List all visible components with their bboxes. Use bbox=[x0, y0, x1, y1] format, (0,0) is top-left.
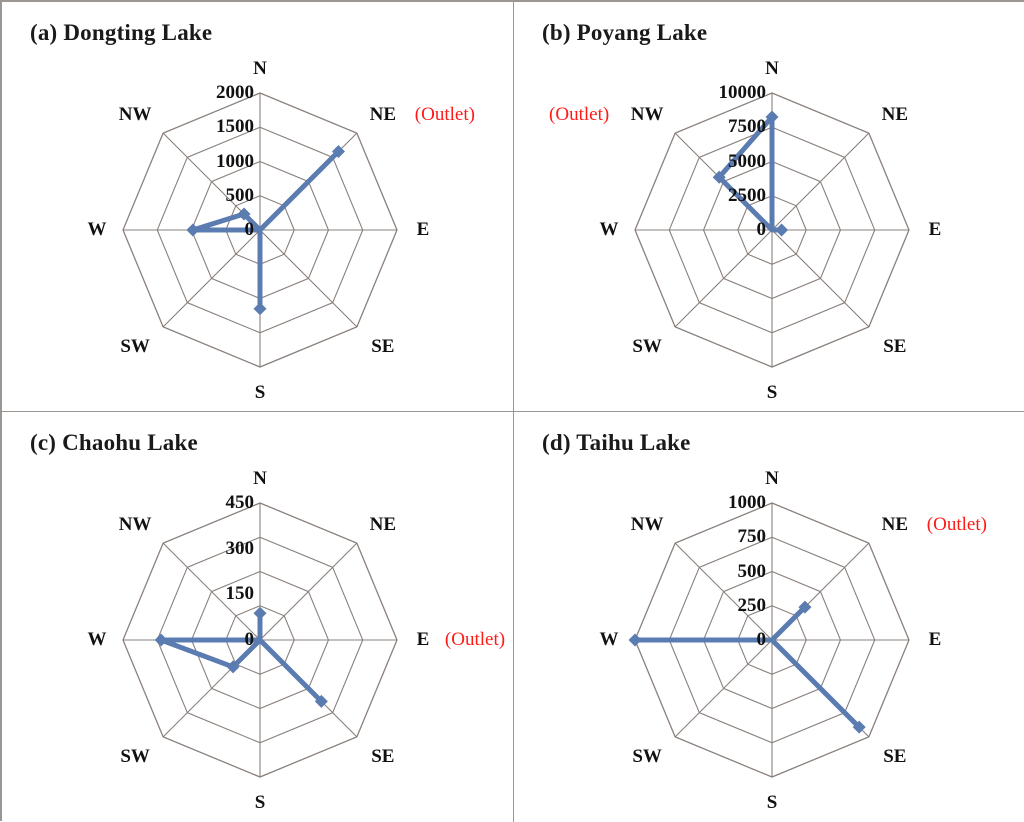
direction-label-sw: SW bbox=[120, 335, 150, 357]
direction-label-ne: NE bbox=[881, 104, 909, 126]
panel-c: (c) Chaohu Lake N NE E SE S SW W NW 0 150 300 450 (O… bbox=[2, 412, 514, 822]
radar-data-marker bbox=[852, 720, 866, 734]
panel-d: (d) Taihu Lake N NE E SE S SW W NW 0 250 500 750 100… bbox=[514, 412, 1024, 822]
radar-data-marker bbox=[154, 633, 168, 647]
radar-axis-spoke bbox=[674, 229, 773, 328]
radial-tick-label: 5000 bbox=[728, 150, 766, 172]
radial-tick-label: 450 bbox=[225, 492, 255, 513]
radial-tick-label: 10000 bbox=[718, 82, 767, 103]
radar-data-marker bbox=[186, 223, 200, 237]
direction-label-se: SE bbox=[883, 335, 907, 357]
direction-label-nw: NW bbox=[118, 514, 152, 536]
panel-a: (a) Dongting Lake N NE E SE S SW W NW 0 500 1000 15… bbox=[2, 2, 514, 412]
radar-data-marker bbox=[253, 606, 267, 620]
radar-axis-spoke bbox=[162, 229, 261, 328]
direction-label-sw: SW bbox=[632, 745, 662, 767]
radial-tick-label: 0 bbox=[244, 629, 255, 650]
direction-label-n: N bbox=[765, 58, 779, 79]
direction-label-s: S bbox=[254, 382, 266, 403]
radial-tick-label: 250 bbox=[737, 594, 767, 616]
radial-tick-label: 2000 bbox=[216, 82, 254, 103]
direction-label-ne: NE bbox=[369, 104, 397, 126]
direction-label-se: SE bbox=[883, 745, 907, 767]
panel-a-radar-plot: N NE E SE S SW W NW 0 500 1000 1500 2000 (Outlet) bbox=[2, 2, 514, 412]
radial-tick-label: 1000 bbox=[728, 492, 766, 513]
outlet-annotation: (Outlet) bbox=[414, 104, 475, 126]
radar-grid bbox=[122, 502, 398, 778]
radar-series-outline bbox=[158, 610, 324, 704]
direction-label-e: E bbox=[416, 219, 430, 240]
radial-tick-label: 500 bbox=[225, 184, 255, 206]
radial-tick-label: 750 bbox=[737, 526, 767, 548]
direction-label-w: W bbox=[599, 219, 619, 240]
outlet-annotation: (Outlet) bbox=[549, 104, 610, 126]
direction-label-n: N bbox=[253, 468, 267, 489]
radar-series-outline bbox=[190, 149, 341, 312]
radar-series-outline bbox=[632, 604, 862, 730]
radar-data-marker bbox=[331, 145, 345, 159]
radar-data-marker bbox=[798, 600, 812, 614]
radar-axis-spoke bbox=[162, 542, 261, 641]
direction-label-e: E bbox=[928, 629, 942, 650]
radial-tick-label: 150 bbox=[225, 583, 255, 605]
radial-tick-label: 7500 bbox=[728, 116, 766, 138]
radial-tick-label: 0 bbox=[244, 219, 255, 240]
panel-b-title: (b) Poyang Lake bbox=[542, 20, 708, 45]
direction-label-nw: NW bbox=[630, 104, 664, 126]
direction-label-w: W bbox=[87, 219, 107, 240]
radar-axis-spoke bbox=[259, 229, 358, 328]
direction-label-sw: SW bbox=[120, 745, 150, 767]
direction-label-sw: SW bbox=[632, 335, 662, 357]
direction-label-se: SE bbox=[371, 335, 395, 357]
direction-label-w: W bbox=[599, 629, 619, 650]
radial-tick-label: 1500 bbox=[216, 116, 254, 138]
direction-label-ne: NE bbox=[881, 514, 909, 536]
direction-label-s: S bbox=[254, 792, 266, 813]
radial-tick-label: 1000 bbox=[216, 150, 254, 172]
outlet-annotation: (Outlet) bbox=[926, 514, 987, 536]
direction-label-nw: NW bbox=[118, 104, 152, 126]
radar-data-marker bbox=[775, 223, 789, 237]
direction-label-e: E bbox=[928, 219, 942, 240]
radar-axis-spoke bbox=[771, 229, 870, 328]
direction-label-e: E bbox=[416, 629, 430, 650]
radar-data-marker bbox=[226, 660, 240, 674]
radial-tick-label: 500 bbox=[737, 560, 767, 582]
direction-label-nw: NW bbox=[630, 514, 664, 536]
panel-d-title: (d) Taihu Lake bbox=[542, 430, 691, 455]
radar-data-marker bbox=[765, 110, 779, 124]
radar-grid bbox=[634, 92, 910, 368]
radar-data-marker bbox=[253, 302, 267, 316]
direction-label-se: SE bbox=[371, 745, 395, 767]
panel-a-title: (a) Dongting Lake bbox=[30, 20, 213, 45]
radar-data-marker bbox=[237, 207, 251, 221]
radial-tick-label: 0 bbox=[756, 629, 767, 650]
direction-label-ne: NE bbox=[369, 514, 397, 536]
panel-d-radar-plot: N NE E SE S SW W NW 0 250 500 750 1000 (Outlet) bbox=[514, 412, 1024, 822]
panel-c-radar-plot: N NE E SE S SW W NW 0 150 300 450 (Outlet) bbox=[2, 412, 514, 822]
radial-tick-label: 2500 bbox=[728, 184, 766, 206]
radar-axis-spoke bbox=[674, 542, 773, 641]
panel-b-radar-plot: N NE E SE S SW W NW 0 2500 5000 7500 10000 (Outlet) bbox=[514, 2, 1024, 412]
panel-b: (b) Poyang Lake N NE E SE S SW W NW 0 2500 5000 750… bbox=[514, 2, 1024, 412]
radar-grid bbox=[122, 92, 398, 368]
direction-label-s: S bbox=[766, 792, 778, 813]
radar-grid bbox=[628, 502, 910, 778]
radar-axis-spoke bbox=[674, 639, 773, 738]
outlet-annotation: (Outlet) bbox=[444, 629, 506, 650]
direction-label-n: N bbox=[765, 468, 779, 489]
panel-c-title: (c) Chaohu Lake bbox=[30, 430, 198, 455]
radar-data-marker bbox=[314, 694, 328, 708]
radial-tick-label: 0 bbox=[756, 219, 767, 240]
radar-axis-spoke bbox=[771, 132, 870, 231]
radial-tick-label: 300 bbox=[225, 537, 255, 559]
direction-label-s: S bbox=[766, 382, 778, 403]
radar-data-marker bbox=[628, 633, 642, 647]
direction-label-w: W bbox=[87, 629, 107, 650]
radar-axis-spoke bbox=[259, 542, 358, 641]
radar-data-marker bbox=[712, 170, 726, 184]
direction-label-n: N bbox=[253, 58, 267, 79]
